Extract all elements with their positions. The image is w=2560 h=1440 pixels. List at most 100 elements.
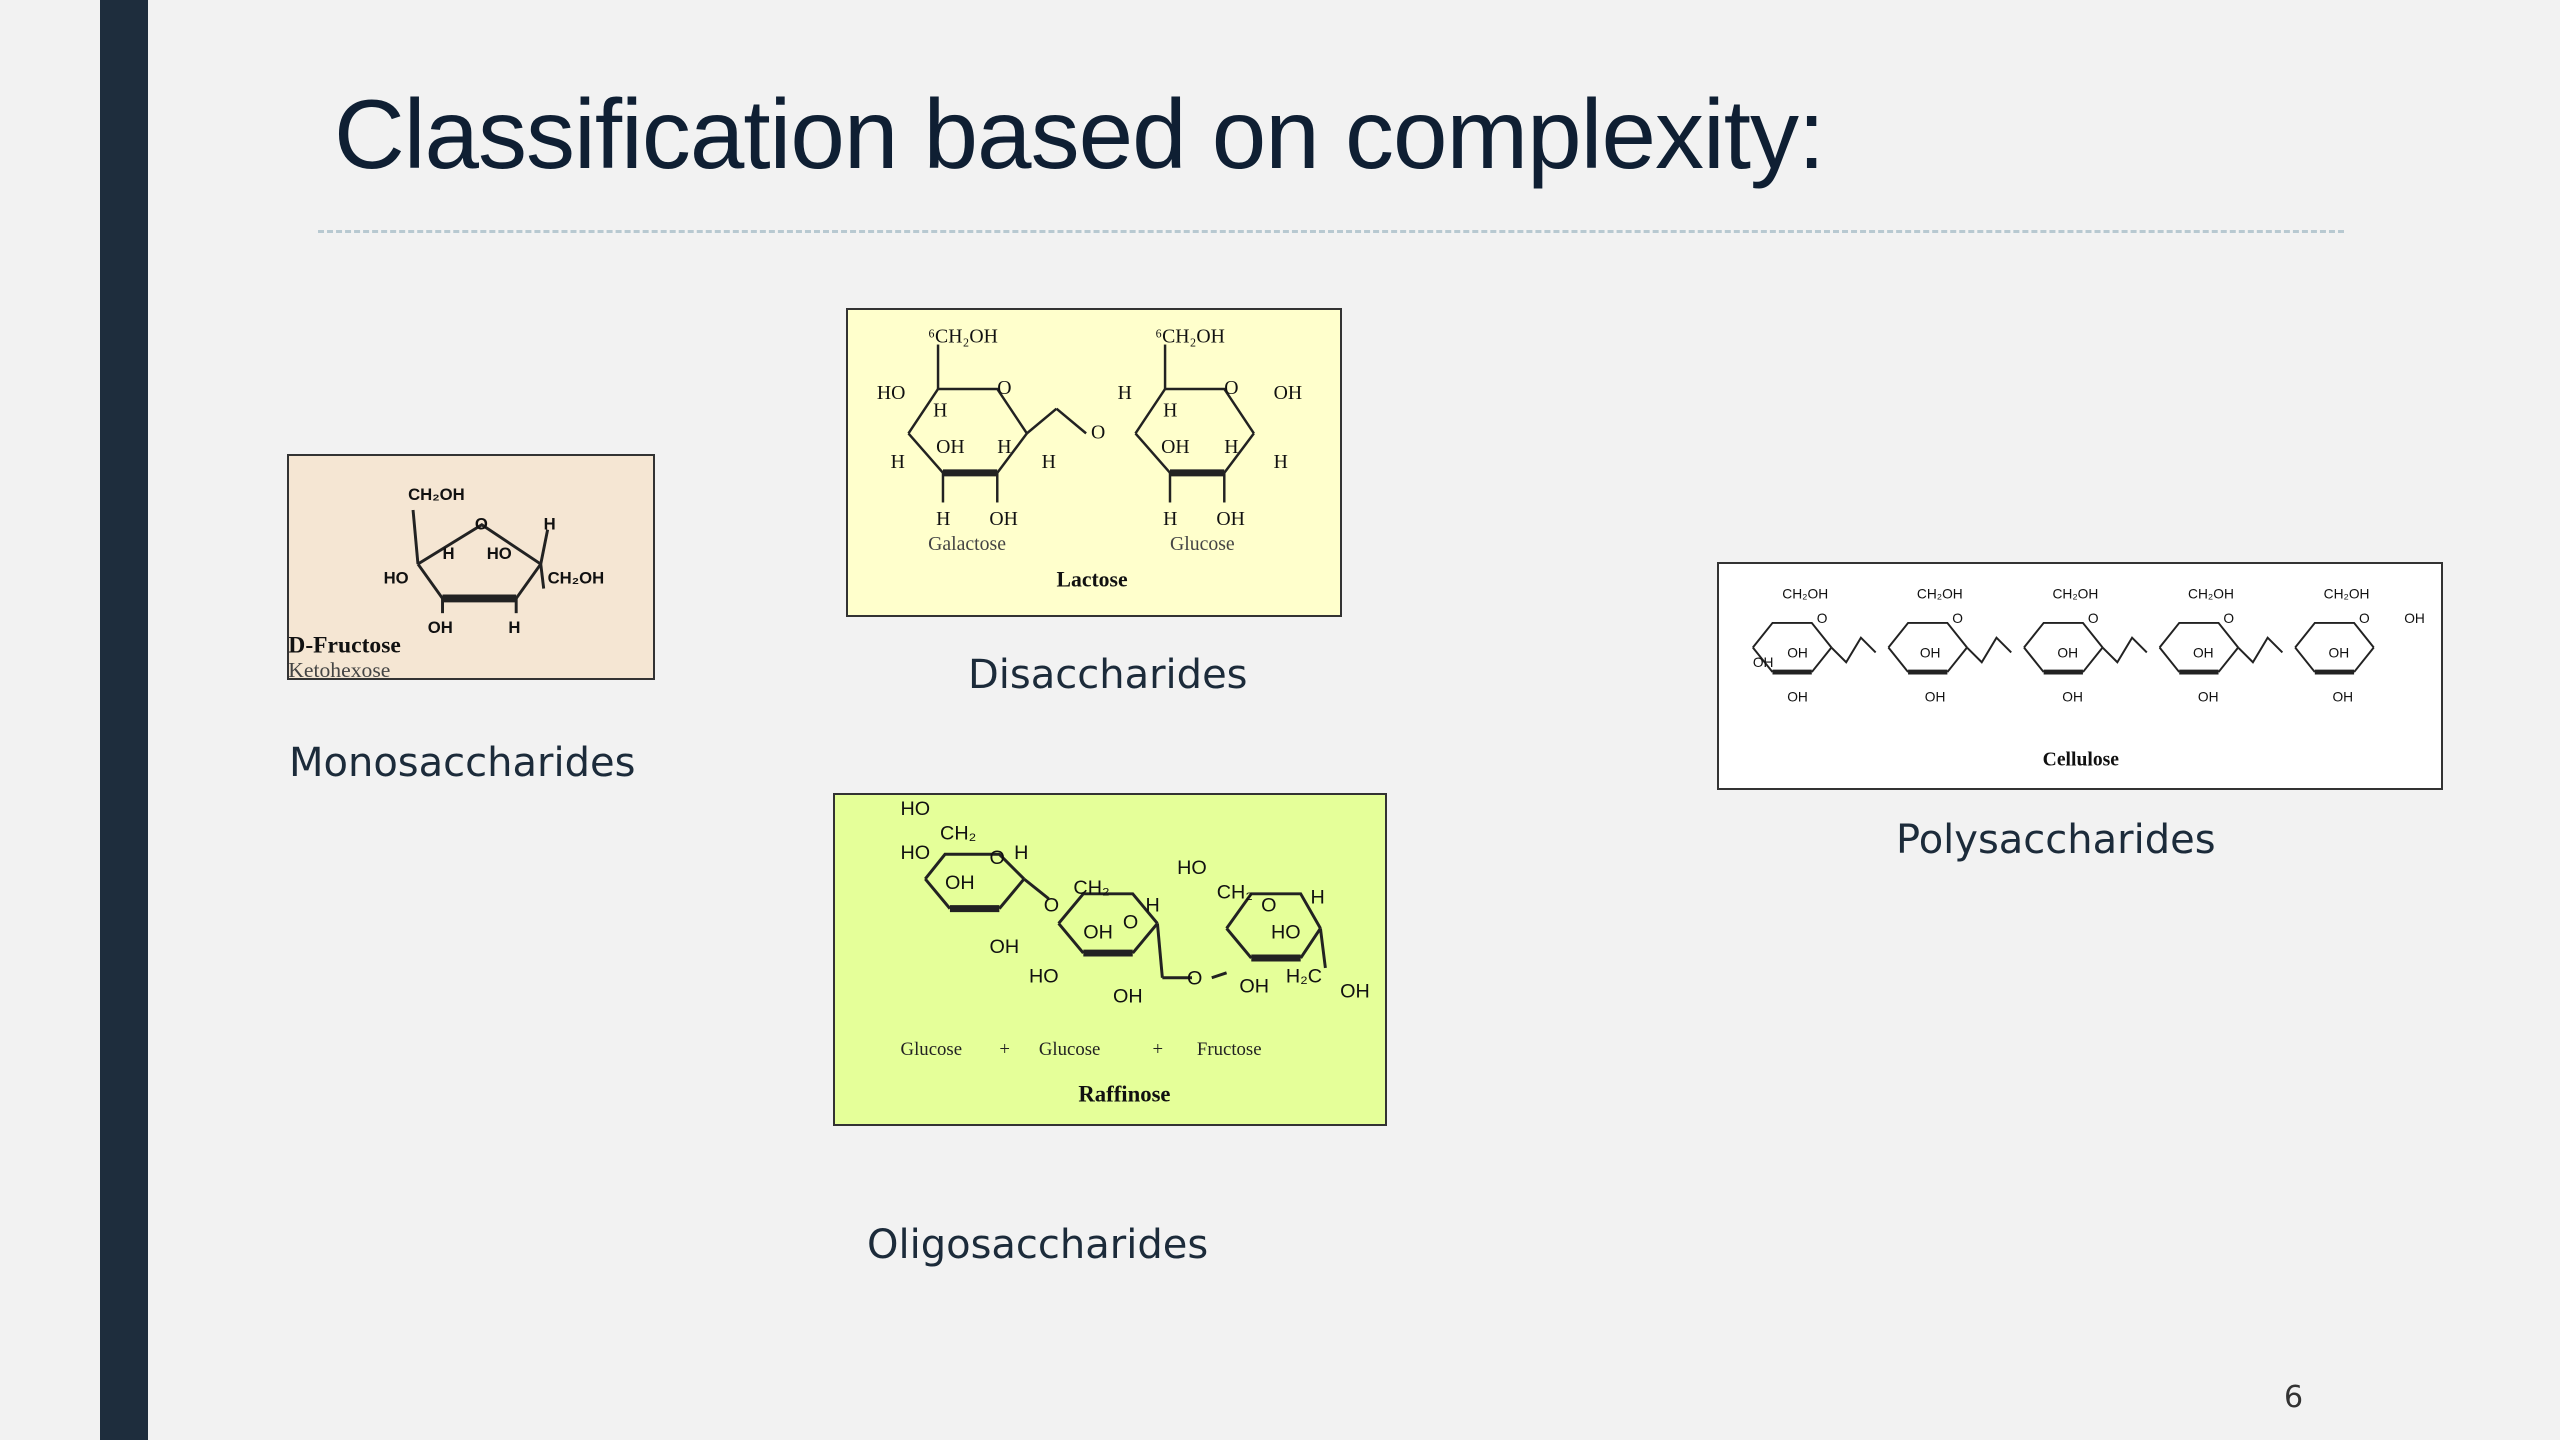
svg-text:OH: OH <box>1787 690 1808 705</box>
lactose-structure-image: ⁶CH₂OH O HO H H OH H H O ⁶CH₂OH O H H OH… <box>846 308 1342 617</box>
svg-text:OH: OH <box>1753 655 1774 670</box>
svg-text:⁶CH₂OH: ⁶CH₂OH <box>1155 326 1225 348</box>
raffinose-unit-2: Glucose <box>1039 1039 1101 1060</box>
svg-text:O: O <box>989 847 1004 869</box>
svg-text:OH: OH <box>1920 645 1941 660</box>
slide-page-number: 6 <box>2284 1380 2304 1415</box>
svg-text:OH: OH <box>1274 382 1303 404</box>
svg-text:OH: OH <box>2062 690 2083 705</box>
cellulose-structure-image: CH₂OH CH₂OH CH₂OH CH₂OH CH₂OH O O O O O … <box>1717 562 2443 790</box>
svg-text:OH: OH <box>1161 436 1190 458</box>
svg-text:O: O <box>475 515 488 534</box>
polysaccharides-caption: Polysaccharides <box>1896 817 2216 863</box>
svg-text:OH: OH <box>428 618 453 637</box>
lactose-ring-drawing: ⁶CH₂OH O HO H H OH H H O ⁶CH₂OH O H H OH… <box>877 326 1303 592</box>
svg-text:HO: HO <box>487 544 512 563</box>
svg-text:H: H <box>1274 451 1288 473</box>
svg-text:OH: OH <box>989 508 1018 530</box>
svg-text:OH: OH <box>2404 611 2425 626</box>
lactose-label: Lactose <box>1056 567 1127 591</box>
svg-text:OH: OH <box>936 436 965 458</box>
svg-text:H: H <box>1163 400 1177 422</box>
svg-text:CH₂OH: CH₂OH <box>2188 586 2234 601</box>
svg-text:H: H <box>891 451 905 473</box>
svg-text:CH₂: CH₂ <box>1217 882 1253 904</box>
svg-text:CH₂: CH₂ <box>1073 877 1109 899</box>
raffinose-unit-1: Glucose <box>901 1039 963 1060</box>
svg-text:H: H <box>997 436 1011 458</box>
monosaccharides-caption: Monosaccharides <box>289 740 636 786</box>
raffinose-ring-drawing: HO CH₂ HO O H OH OH O CH₂ O H OH HO OH O… <box>901 798 1370 1107</box>
svg-text:H: H <box>544 515 556 534</box>
svg-text:OH: OH <box>2198 690 2219 705</box>
raffinose-plus-2: + <box>1152 1039 1163 1060</box>
svg-text:O: O <box>1261 895 1276 917</box>
svg-text:OH: OH <box>2193 645 2214 660</box>
title-divider <box>318 230 2344 233</box>
svg-text:HO: HO <box>1177 857 1207 879</box>
raffinose-structure-image: HO CH₂ HO O H OH OH O CH₂ O H OH HO OH O… <box>833 793 1387 1126</box>
svg-text:O: O <box>2359 611 2370 626</box>
svg-text:H: H <box>1146 895 1160 917</box>
svg-text:OH: OH <box>1216 508 1245 530</box>
svg-text:OH: OH <box>1113 985 1143 1007</box>
raffinose-plus-1: + <box>999 1039 1010 1060</box>
svg-text:H: H <box>443 544 455 563</box>
svg-text:O: O <box>1091 421 1105 443</box>
svg-text:HO: HO <box>901 842 931 864</box>
svg-text:CH₂OH: CH₂OH <box>2324 586 2370 601</box>
svg-text:O: O <box>1224 377 1238 399</box>
svg-text:CH₂OH: CH₂OH <box>1782 586 1828 601</box>
disaccharides-caption: Disaccharides <box>968 652 1248 698</box>
raffinose-unit-3: Fructose <box>1197 1039 1262 1060</box>
svg-text:H: H <box>933 400 947 422</box>
svg-text:CH₂OH: CH₂OH <box>2052 586 2098 601</box>
svg-text:O: O <box>1123 911 1138 933</box>
svg-text:O: O <box>1044 895 1059 917</box>
fructose-structure-image: CH₂OH O H HO H HO CH₂OH OH H D-Fructose … <box>287 454 655 680</box>
svg-text:H: H <box>936 508 950 530</box>
raffinose-label: Raffinose <box>1078 1081 1170 1106</box>
svg-text:HO: HO <box>384 569 409 588</box>
svg-text:HO: HO <box>1029 966 1059 988</box>
svg-text:CH₂OH: CH₂OH <box>408 485 465 504</box>
glucose-label: Glucose <box>1170 533 1235 555</box>
svg-text:O: O <box>2223 611 2234 626</box>
svg-text:O: O <box>1952 611 1963 626</box>
svg-text:OH: OH <box>1239 976 1269 998</box>
svg-text:CH₂: CH₂ <box>940 822 976 844</box>
galactose-label: Galactose <box>928 533 1006 555</box>
svg-text:HO: HO <box>1271 921 1301 943</box>
svg-text:O: O <box>997 377 1011 399</box>
svg-text:OH: OH <box>989 936 1019 958</box>
svg-text:H: H <box>1163 508 1177 530</box>
slide-title: Classification based on complexity: <box>334 79 1825 189</box>
svg-text:H: H <box>1224 436 1238 458</box>
svg-text:⁶CH₂OH: ⁶CH₂OH <box>928 326 998 348</box>
svg-text:CH₂OH: CH₂OH <box>1917 586 1963 601</box>
svg-text:H: H <box>508 618 520 637</box>
svg-text:OH: OH <box>1340 981 1370 1003</box>
fructose-label: D-Fructose <box>289 632 401 658</box>
svg-text:OH: OH <box>1787 645 1808 660</box>
fructose-ring-drawing: CH₂OH O H HO H HO CH₂OH OH H D-Fructose … <box>289 485 604 678</box>
slide-accent-bar <box>100 0 148 1440</box>
svg-text:H₂C: H₂C <box>1286 966 1322 988</box>
svg-text:H: H <box>1042 451 1056 473</box>
oligosaccharides-caption: Oligosaccharides <box>867 1222 1209 1268</box>
svg-text:OH: OH <box>945 872 975 894</box>
svg-text:O: O <box>1817 611 1828 626</box>
svg-text:O: O <box>2088 611 2099 626</box>
cellulose-chain-drawing: CH₂OH CH₂OH CH₂OH CH₂OH CH₂OH O O O O O … <box>1752 586 2425 770</box>
svg-text:OH: OH <box>1925 690 1946 705</box>
svg-text:O: O <box>1187 968 1202 990</box>
cellulose-label: Cellulose <box>2043 748 2120 770</box>
svg-text:OH: OH <box>1083 921 1113 943</box>
svg-text:H: H <box>1014 842 1028 864</box>
svg-text:OH: OH <box>2329 645 2350 660</box>
svg-text:OH: OH <box>2332 690 2353 705</box>
svg-text:OH: OH <box>2057 645 2078 660</box>
svg-text:HO: HO <box>877 382 906 404</box>
svg-text:H: H <box>1118 382 1132 404</box>
svg-text:H: H <box>1311 887 1325 909</box>
